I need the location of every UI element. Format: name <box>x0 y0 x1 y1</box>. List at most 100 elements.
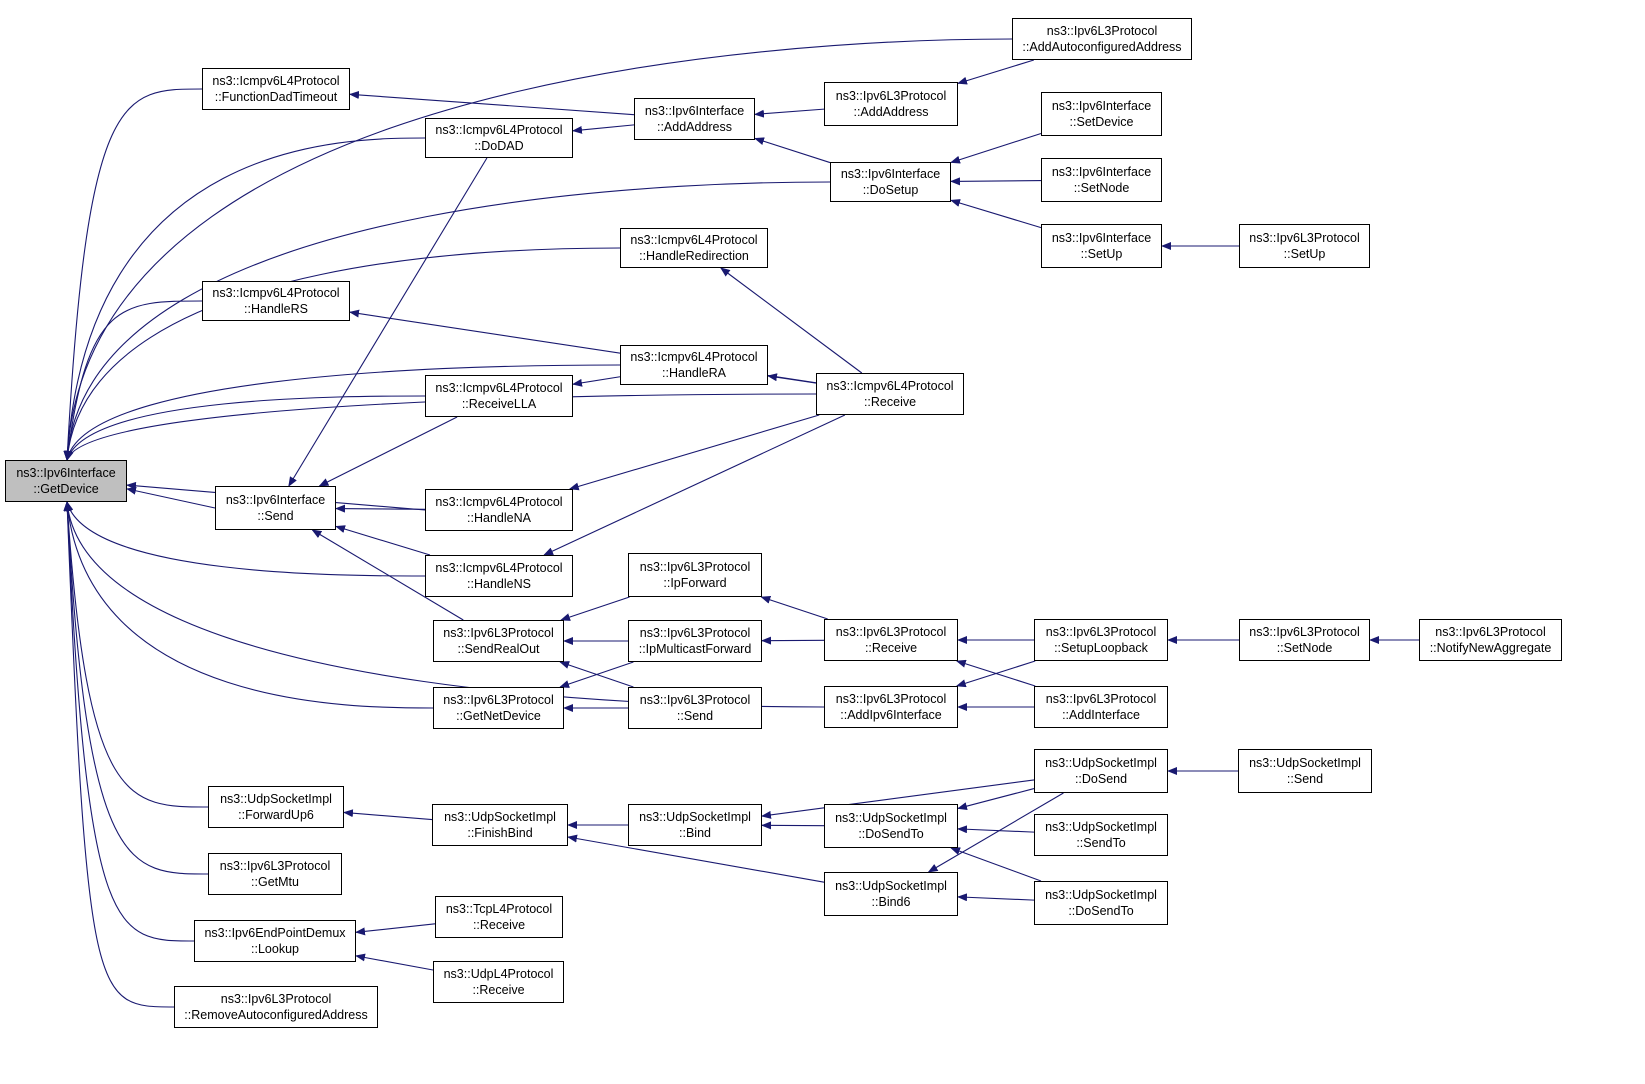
node-class-label: ns3::Ipv6L3Protocol <box>835 692 947 706</box>
node-setnode-l3[interactable]: ns3::Ipv6L3Protocol::SetNode <box>1239 619 1370 661</box>
node-class-label: ns3::Ipv6L3Protocol <box>1046 24 1158 38</box>
node-class-label: ns3::UdpSocketImpl <box>1249 756 1361 770</box>
node-method-label: ::HandleRedirection <box>639 249 749 263</box>
node-method-label: ::HandleRA <box>662 366 726 380</box>
node-class-label: ns3::Ipv6L3Protocol <box>835 89 947 103</box>
edge-fwdup6-to-getdevice <box>63 501 209 808</box>
node-autoconf[interactable]: ns3::Ipv6L3Protocol::AddAutoconfiguredAd… <box>1012 18 1192 60</box>
node-l3-send[interactable]: ns3::Ipv6L3Protocol::Send <box>628 687 762 729</box>
edge-setup-if-to-dosetup <box>950 199 1042 229</box>
node-ipforward[interactable]: ns3::Ipv6L3Protocol::IpForward <box>628 553 762 597</box>
node-class-label: ns3::Icmpv6L4Protocol <box>435 123 563 137</box>
edge-udp-dosend-to-bind6 <box>927 792 1064 873</box>
node-method-label: ::SendRealOut <box>457 642 540 656</box>
node-addinterface[interactable]: ns3::Ipv6L3Protocol::AddInterface <box>1034 686 1168 728</box>
node-udp-send[interactable]: ns3::UdpSocketImpl::Send <box>1238 749 1372 793</box>
node-method-label: ::SetUp <box>1283 247 1326 261</box>
node-setup-if[interactable]: ns3::Ipv6Interface::SetUp <box>1041 224 1162 268</box>
node-setdevice[interactable]: ns3::Ipv6Interface::SetDevice <box>1041 92 1162 136</box>
node-removeauto[interactable]: ns3::Ipv6L3Protocol::RemoveAutoconfigure… <box>174 986 378 1028</box>
node-funcdad[interactable]: ns3::Icmpv6L4Protocol::FunctionDadTimeou… <box>202 68 350 110</box>
edge-icmp-receive-to-handlera <box>767 373 817 384</box>
node-udp4-receive[interactable]: ns3::UdpL4Protocol::Receive <box>433 961 564 1003</box>
node-method-label: ::Bind <box>679 826 711 840</box>
node-class-label: ns3::Ipv6Interface <box>1051 165 1152 179</box>
node-setnode-if[interactable]: ns3::Ipv6Interface::SetNode <box>1041 158 1162 202</box>
edge-bind6-to-finishbind <box>567 834 825 883</box>
node-lookup[interactable]: ns3::Ipv6EndPointDemux::Lookup <box>194 920 356 962</box>
node-tcp-receive[interactable]: ns3::TcpL4Protocol::Receive <box>435 896 563 938</box>
edge-receivella-to-getdevice <box>65 395 426 461</box>
edge-handlera-to-getdevice <box>64 364 621 461</box>
node-fwdup6[interactable]: ns3::UdpSocketImpl::ForwardUp6 <box>208 786 344 828</box>
edge-icmp-receive-to-handleredir <box>720 267 863 374</box>
node-handlers[interactable]: ns3::Icmpv6L4Protocol::HandleRS <box>202 281 350 321</box>
node-getmtu[interactable]: ns3::Ipv6L3Protocol::GetMtu <box>208 853 342 895</box>
edge-setnode-if-to-dosetup <box>950 177 1042 186</box>
edge-removeauto-to-getdevice <box>63 501 175 1008</box>
node-method-label: ::IpForward <box>663 576 727 590</box>
edge-handlena-to-if-send <box>335 504 426 513</box>
node-getnetdev[interactable]: ns3::Ipv6L3Protocol::GetNetDevice <box>433 687 564 729</box>
edge-l3-receive-to-ipforward <box>760 596 828 620</box>
node-method-label: ::GetMtu <box>251 875 299 889</box>
node-setuploop[interactable]: ns3::Ipv6L3Protocol::SetupLoopback <box>1034 619 1168 661</box>
node-dosetup[interactable]: ns3::Ipv6Interface::DoSetup <box>830 162 951 202</box>
node-class-label: ns3::UdpSocketImpl <box>835 879 947 893</box>
node-sendrealout[interactable]: ns3::Ipv6L3Protocol::SendRealOut <box>433 620 564 662</box>
node-method-label: ::IpMulticastForward <box>638 642 752 656</box>
edge-ipforward-to-sendrealout <box>560 596 630 621</box>
node-method-label: ::SetNode <box>1073 181 1130 195</box>
node-method-label: ::RemoveAutoconfiguredAddress <box>184 1008 368 1022</box>
node-bind6[interactable]: ns3::UdpSocketImpl::Bind6 <box>824 872 958 916</box>
node-udp-dosend[interactable]: ns3::UdpSocketImpl::DoSend <box>1034 749 1168 793</box>
edge-icmp-receive-to-handlena <box>568 414 820 491</box>
node-addaddr-if[interactable]: ns3::Ipv6Interface::AddAddress <box>634 98 755 140</box>
node-sendto[interactable]: ns3::UdpSocketImpl::SendTo <box>1034 814 1168 856</box>
node-notifynew[interactable]: ns3::Ipv6L3Protocol::NotifyNewAggregate <box>1419 619 1562 661</box>
node-method-label: ::NotifyNewAggregate <box>1429 641 1552 655</box>
edge-handlens-to-getdevice <box>65 501 426 577</box>
node-method-label: ::ReceiveLLA <box>461 397 537 411</box>
node-class-label: ns3::UdpSocketImpl <box>1045 888 1157 902</box>
node-method-label: ::HandleRS <box>244 302 308 316</box>
node-addaddr-l3[interactable]: ns3::Ipv6L3Protocol::AddAddress <box>824 82 958 126</box>
node-if-send[interactable]: ns3::Ipv6Interface::Send <box>215 486 336 530</box>
node-method-label: ::HandleNS <box>467 577 531 591</box>
node-method-label: ::GetNetDevice <box>456 709 541 723</box>
node-getdevice[interactable]: ns3::Ipv6Interface::GetDevice <box>5 460 127 502</box>
node-setup-l3[interactable]: ns3::Ipv6L3Protocol::SetUp <box>1239 224 1370 268</box>
node-dodad[interactable]: ns3::Icmpv6L4Protocol::DoDAD <box>425 118 573 158</box>
node-class-label: ns3::UdpSocketImpl <box>444 810 556 824</box>
edge-setdevice-to-dosetup <box>950 132 1042 164</box>
node-handleredir[interactable]: ns3::Icmpv6L4Protocol::HandleRedirection <box>620 228 768 268</box>
node-class-label: ns3::Ipv6Interface <box>1051 231 1152 245</box>
node-class-label: ns3::Ipv6L3Protocol <box>1249 625 1360 639</box>
node-method-label: ::DoSetup <box>862 183 919 197</box>
node-class-label: ns3::Ipv6L3Protocol <box>1249 231 1360 245</box>
node-handlera[interactable]: ns3::Icmpv6L4Protocol::HandleRA <box>620 345 768 385</box>
node-method-label: ::Bind6 <box>871 895 911 909</box>
node-bind[interactable]: ns3::UdpSocketImpl::Bind <box>628 804 762 846</box>
node-class-label: ns3::UdpSocketImpl <box>639 810 751 824</box>
edge-dodad-to-if-send <box>288 157 488 487</box>
edge-icmp-receive-to-handlens <box>543 414 846 556</box>
node-dosendto-a[interactable]: ns3::UdpSocketImpl::DoSendTo <box>824 804 958 848</box>
node-class-label: ns3::Ipv6L3Protocol <box>220 992 332 1006</box>
edge-dosetup-to-getdevice <box>63 181 831 461</box>
node-ipmcast[interactable]: ns3::Ipv6L3Protocol::IpMulticastForward <box>628 620 762 662</box>
node-l3-receive[interactable]: ns3::Ipv6L3Protocol::Receive <box>824 619 958 661</box>
edge-addaddr-if-to-dodad <box>572 124 635 134</box>
node-icmp-receive[interactable]: ns3::Icmpv6L4Protocol::Receive <box>816 373 964 415</box>
node-addipv6if[interactable]: ns3::Ipv6L3Protocol::AddIpv6Interface <box>824 686 958 728</box>
edge-dosetup-to-addaddr-if <box>754 137 831 164</box>
node-handlena[interactable]: ns3::Icmpv6L4Protocol::HandleNA <box>425 489 573 531</box>
node-receivella[interactable]: ns3::Icmpv6L4Protocol::ReceiveLLA <box>425 375 573 417</box>
edge-dodad-to-getdevice <box>63 137 426 461</box>
edge-addaddr-l3-to-addaddr-if <box>754 108 825 118</box>
edge-sendto-to-dosendto-a <box>957 825 1035 834</box>
node-dosendto-b[interactable]: ns3::UdpSocketImpl::DoSendTo <box>1034 881 1168 925</box>
node-handlens[interactable]: ns3::Icmpv6L4Protocol::HandleNS <box>425 555 573 597</box>
node-finishbind[interactable]: ns3::UdpSocketImpl::FinishBind <box>432 804 568 846</box>
